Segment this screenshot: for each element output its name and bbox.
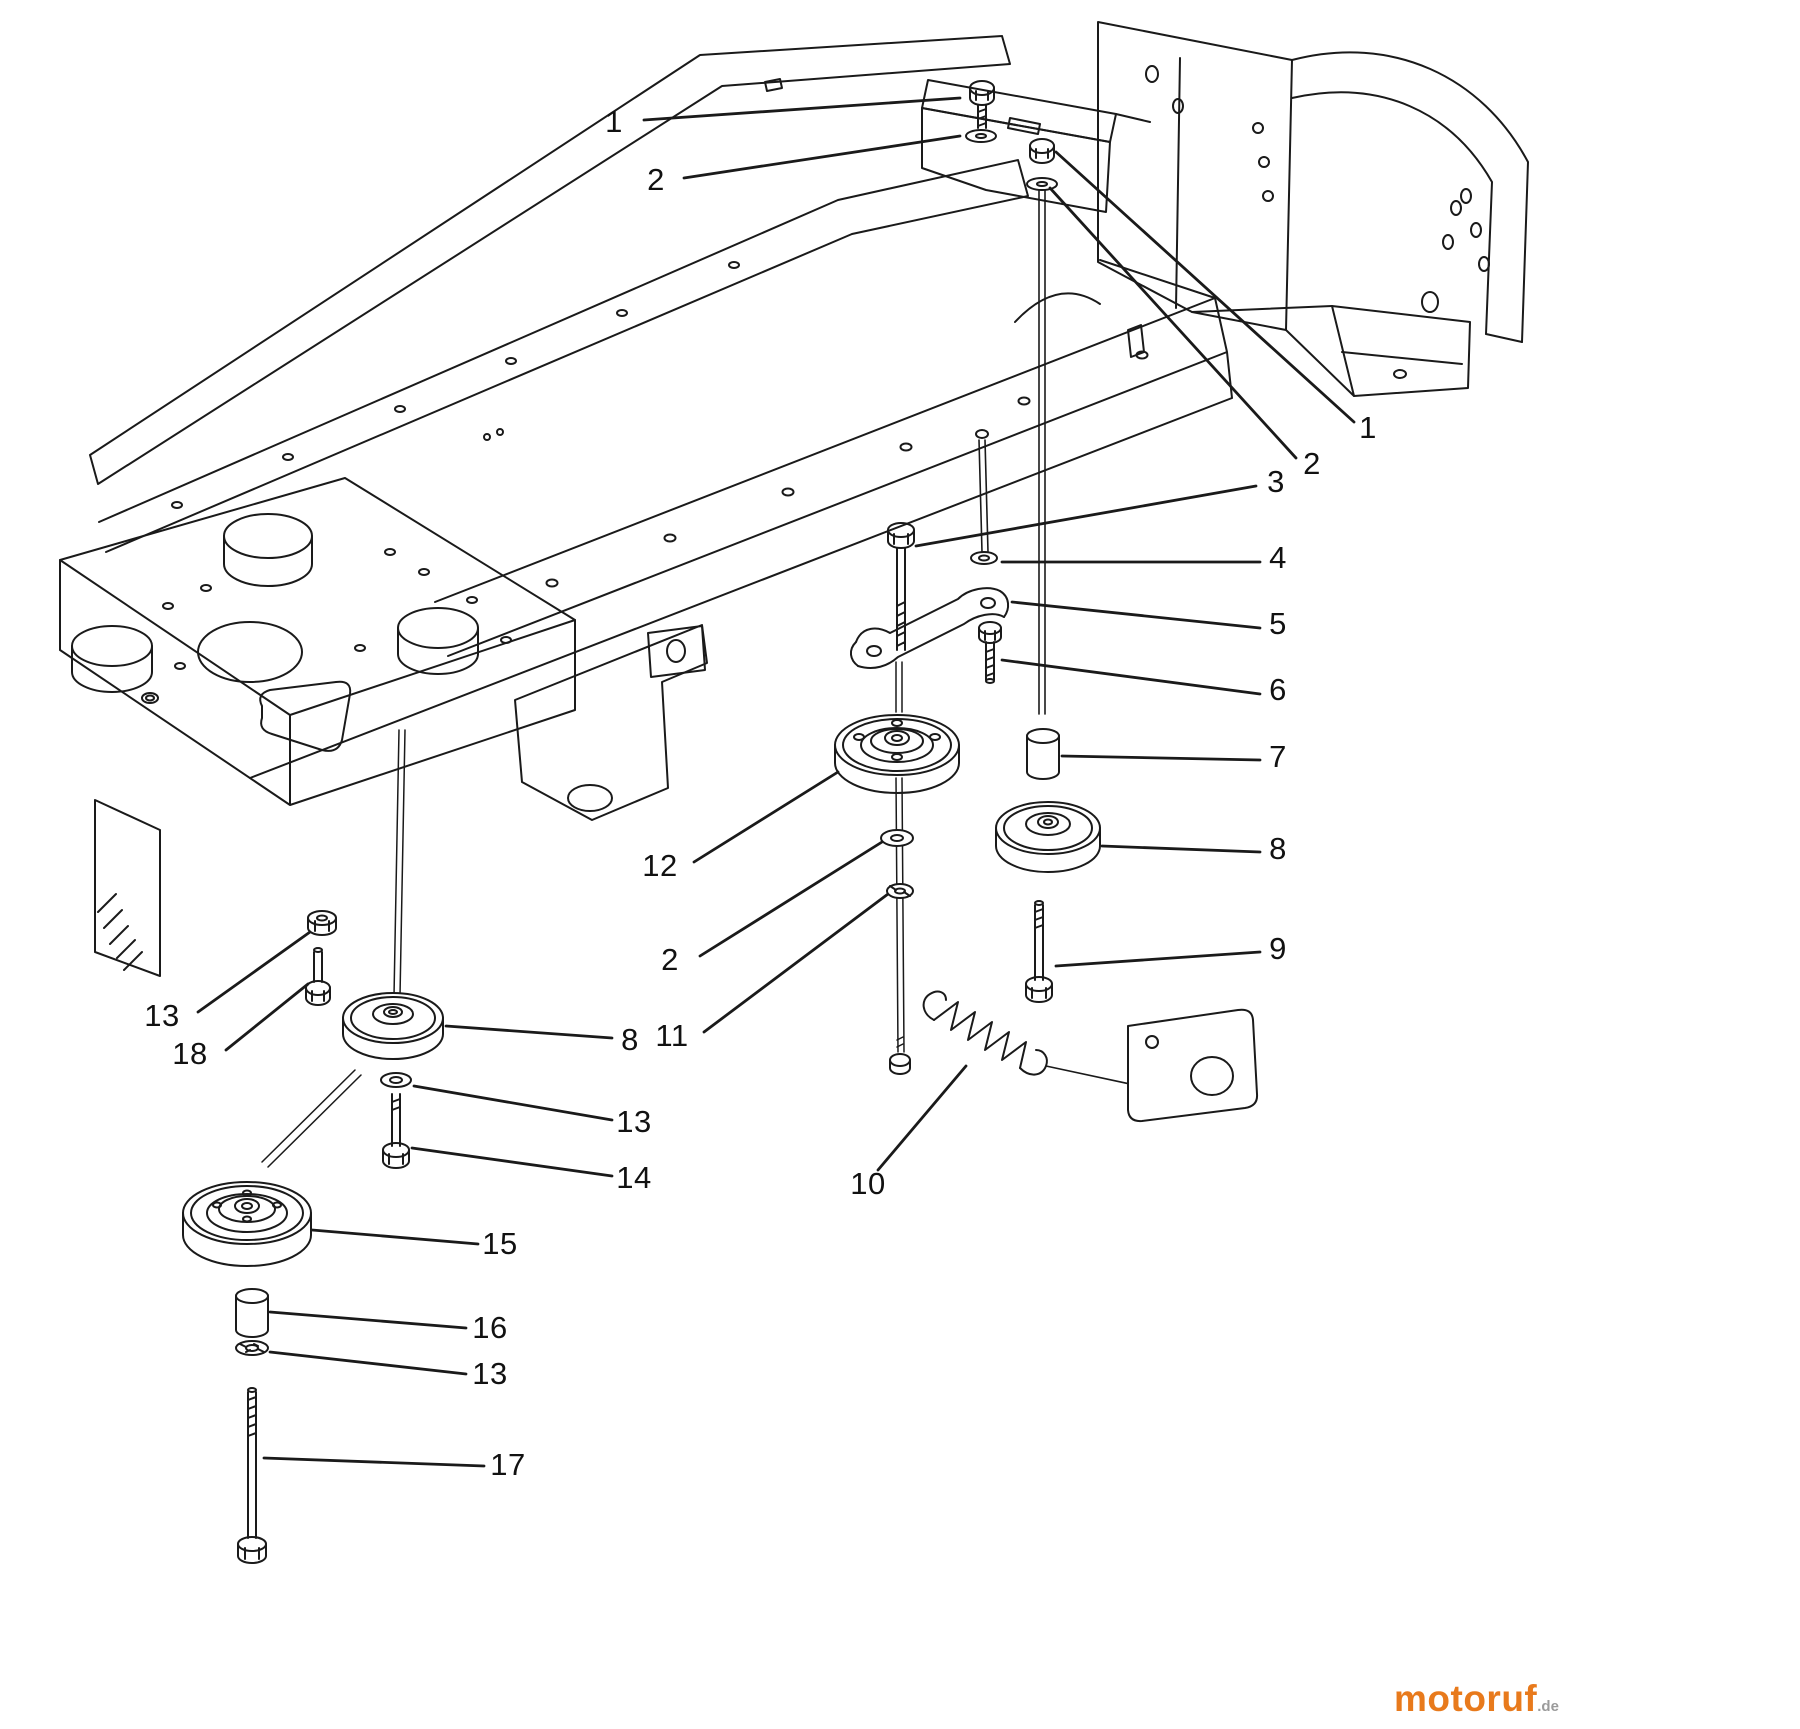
bottom-link-rod [261, 1069, 362, 1168]
washer-13-mid [380, 1072, 412, 1088]
spacer-16 [235, 1288, 269, 1338]
idler-pulley-8-left [342, 992, 444, 1060]
rear-frame-bracket [1097, 21, 1529, 397]
motoruf-logo[interactable]: motoruf.de [1394, 1678, 1559, 1720]
far-frame-rail [89, 35, 1011, 485]
lock-washer-11 [886, 883, 914, 899]
callout-15: 15 [482, 1226, 518, 1261]
hex-bolt-3 [887, 522, 915, 651]
callout-9: 9 [1269, 931, 1287, 966]
center-rod [895, 661, 905, 1053]
callout-8-right: 8 [1269, 831, 1287, 866]
v-pulley-15 [182, 1181, 312, 1267]
left-rod [393, 729, 406, 997]
hex-bolt-14 [382, 1093, 410, 1169]
callout-16: 16 [472, 1310, 508, 1345]
near-frame-rail [249, 259, 1233, 779]
callout-8-left: 8 [621, 1022, 639, 1057]
mid-frame-rail [98, 159, 1029, 553]
callout-3: 3 [1267, 464, 1285, 499]
callout-2-mid: 2 [661, 942, 679, 977]
spacer-7 [1026, 728, 1060, 780]
callout-11: 11 [655, 1018, 689, 1053]
v-pulley-12 [834, 714, 960, 794]
callout-6: 6 [1269, 672, 1287, 707]
callout-13-bottom: 13 [472, 1356, 508, 1391]
motoruf-brand-text: motoruf [1394, 1678, 1538, 1719]
hex-bolt-9 [1025, 900, 1053, 1003]
washer-2a [965, 129, 997, 143]
idler-bracket-5 [850, 587, 1010, 669]
washer-13-bottom [235, 1340, 269, 1356]
callout-18: 18 [172, 1036, 208, 1071]
callout-1-top: 1 [605, 104, 623, 139]
callout-2-top: 2 [647, 162, 665, 197]
callout-7: 7 [1269, 739, 1287, 774]
callout-1-right: 1 [1359, 410, 1377, 445]
hex-bolt-1b [1029, 138, 1055, 164]
hex-bolt-17 [237, 1387, 267, 1564]
callout-14: 14 [616, 1160, 652, 1195]
top-mount-bracket [921, 79, 1151, 213]
front-frame-channel [94, 799, 161, 977]
callout-13-frame: 13 [144, 998, 180, 1033]
hex-bolt-1a [969, 80, 995, 129]
callout-5: 5 [1269, 606, 1287, 641]
center-bottom-bolt [889, 1036, 911, 1075]
washer-2-mid [880, 829, 914, 847]
leader-lines [196, 96, 1356, 1468]
callout-2-right: 2 [1303, 446, 1321, 481]
callout-13-mid: 13 [616, 1104, 652, 1139]
flange-nut-13 [307, 910, 337, 936]
callout-17: 17 [490, 1447, 526, 1482]
callout-10: 10 [850, 1166, 886, 1201]
washer-2b [1026, 177, 1058, 191]
motoruf-suffix-text: .de [1537, 1698, 1559, 1715]
idler-pulley-8-right [995, 801, 1101, 873]
washer-4 [970, 439, 998, 565]
hex-bolt-6 [978, 621, 1002, 684]
long-idler-rod [1038, 189, 1046, 715]
hex-bolt-18 [305, 947, 331, 1006]
callout-12: 12 [642, 848, 678, 883]
callout-4: 4 [1269, 540, 1287, 575]
anchor-plate [1127, 1008, 1259, 1123]
engine-deck-plate [59, 477, 576, 806]
mid-lower-bracket [514, 624, 708, 821]
